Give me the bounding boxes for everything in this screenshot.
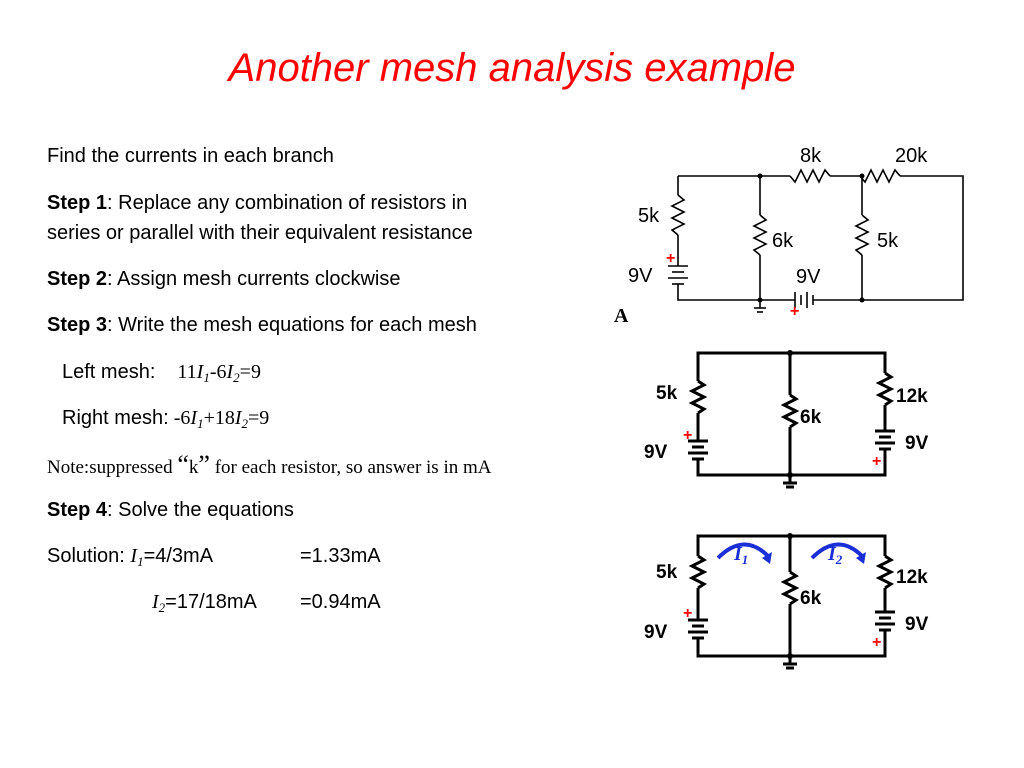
solution-i2-var: I — [152, 591, 159, 613]
mesh-current-i1-arrowhead — [762, 552, 772, 564]
right-mesh-v2: I — [234, 407, 242, 429]
step1-label: Step 1 — [47, 192, 108, 214]
circuit-a-resistor-mid — [752, 214, 768, 256]
left-mesh-equation: Left mesh:11I1-6I2=9 — [62, 360, 261, 384]
circuit-c-label-r1: 5k — [656, 562, 678, 583]
left-mesh-c1: 11 — [177, 361, 197, 383]
right-mesh-s2: 2 — [241, 416, 249, 431]
step4-line: Step 4: Solve the equations — [47, 498, 294, 522]
circuit-b-label-r1: 5k — [656, 383, 678, 404]
circuit-c-label-r3: 12k — [896, 567, 928, 588]
note-b: for each resistor, so answer is in mA — [209, 457, 492, 478]
circuit-c-resistor-left — [688, 554, 708, 590]
circuit-a-diagram: 5k 6k 8k 20k 5k 9V 9V + + A — [614, 145, 964, 327]
solution-i1-decimal: =1.33mA — [300, 545, 381, 567]
solution-i1-val: =4/3mA — [143, 545, 214, 567]
circuit-b-label-r2: 6k — [800, 407, 822, 428]
circuit-c-label-r2: 6k — [800, 588, 822, 609]
mesh-current-i2-arrow — [810, 542, 864, 560]
step4-label: Step 4 — [47, 499, 108, 521]
circuit-a-resistor-right — [854, 214, 870, 256]
left-mesh-op: -6 — [209, 361, 227, 383]
solution-i2-sub: 2 — [158, 600, 166, 615]
circuit-b-plus2: + — [872, 453, 881, 470]
circuit-a-tag: A — [614, 305, 629, 327]
left-mesh-v2: I — [226, 361, 234, 383]
solution-i2-decimal: =0.94mA — [300, 591, 381, 613]
circuit-a-wire — [677, 284, 795, 301]
circuit-a-resistor-left — [670, 194, 686, 236]
circuit-a-label-r4: 20k — [895, 145, 928, 167]
left-mesh-s1: 1 — [203, 370, 210, 385]
circuit-b-resistor-right — [875, 371, 895, 407]
circuit-a-label-r2: 6k — [772, 230, 794, 252]
right-mesh-equation: Right mesh:-6I1+18I2=9 — [62, 406, 269, 430]
right-mesh-rhs: =9 — [248, 407, 270, 429]
solution-line1: Solution: I1=4/3mA — [47, 544, 213, 568]
step1-line2: series or parallel with their equivalent… — [47, 222, 473, 244]
circuit-c-label-v1: 9V — [644, 622, 668, 643]
circuit-c-i1-label: I1 — [733, 543, 748, 567]
solution-i1-sub: 1 — [137, 554, 144, 569]
circuit-a-plus1: + — [666, 250, 675, 267]
step3-line: Step 3: Write the mesh equations for eac… — [47, 313, 477, 337]
note-text: Note:suppressed “k” for each resistor, s… — [47, 450, 492, 480]
left-mesh-s2: 2 — [233, 370, 240, 385]
circuit-b-label-r3: 12k — [896, 386, 928, 407]
note-k: k — [188, 457, 199, 478]
step1-text: : Replace any combination of resistors i… — [107, 192, 468, 214]
circuit-a-label-r3: 8k — [800, 145, 822, 167]
circuit-c-diagram: I1 I2 5k 6k 12k 9V 9V + + — [644, 533, 929, 670]
left-mesh-v1: I — [196, 361, 204, 383]
solution-i2-val: =17/18mA — [165, 591, 257, 613]
note-a: Note:suppressed — [47, 457, 178, 478]
circuit-a-plus2: + — [790, 303, 799, 320]
right-mesh-s1: 1 — [197, 416, 204, 431]
circuit-b-resistor-mid — [780, 393, 800, 429]
circuit-b-label-v1: 9V — [644, 442, 668, 463]
right-mesh-c1: -6 — [173, 407, 191, 429]
solution-line2: I2=17/18mA — [152, 590, 257, 614]
note-q1: “ — [177, 450, 189, 479]
right-mesh-v1: I — [190, 407, 198, 429]
circuit-c-label-v2: 9V — [905, 614, 929, 635]
circuit-c-resistor-right — [875, 554, 895, 590]
mesh-current-i2-arrowhead — [856, 552, 866, 564]
mesh-current-i1-arrow — [716, 542, 770, 560]
step2-text: : Assign mesh currents clockwise — [107, 268, 401, 290]
circuit-a-label-r5: 5k — [877, 230, 899, 252]
slide-title: Another mesh analysis example — [228, 46, 796, 90]
circuit-c-plus2: + — [872, 634, 881, 651]
solution-i1-var: I — [130, 545, 138, 567]
right-mesh-op: +18 — [203, 407, 235, 429]
circuit-a-label-v1: 9V — [628, 265, 653, 287]
circuit-a-wire — [813, 175, 964, 301]
left-mesh-rhs: =9 — [239, 361, 261, 383]
circuit-c-plus1: + — [683, 605, 692, 622]
circuit-a-resistor-top-left — [789, 168, 831, 184]
circuit-b-label-v2: 9V — [905, 433, 929, 454]
step3-text: : Write the mesh equations for each mesh — [107, 314, 477, 336]
step2-line: Step 2: Assign mesh currents clockwise — [47, 267, 400, 291]
step2-label: Step 2 — [47, 268, 108, 290]
left-mesh-label: Left mesh: — [62, 361, 156, 383]
step3-label: Step 3 — [47, 314, 108, 336]
right-mesh-label: Right mesh: — [62, 407, 169, 429]
solution-label: Solution: — [47, 545, 131, 567]
circuit-a-label-v2: 9V — [796, 266, 821, 288]
step4-text: : Solve the equations — [107, 499, 294, 521]
circuit-b-plus1: + — [683, 427, 692, 444]
circuit-b-diagram: 5k 6k 12k 9V 9V + + — [644, 350, 929, 489]
step1-line1: Step 1: Replace any combination of resis… — [47, 191, 467, 215]
intro-text: Find the currents in each branch — [47, 145, 334, 167]
circuit-c-i2-label: I2 — [827, 543, 843, 567]
note-q2: ” — [198, 450, 210, 479]
circuit-a-resistor-top-right — [859, 168, 901, 184]
circuit-b-resistor-left — [688, 379, 708, 415]
circuit-a-label-r1: 5k — [638, 205, 660, 227]
circuit-c-resistor-mid — [780, 570, 800, 606]
